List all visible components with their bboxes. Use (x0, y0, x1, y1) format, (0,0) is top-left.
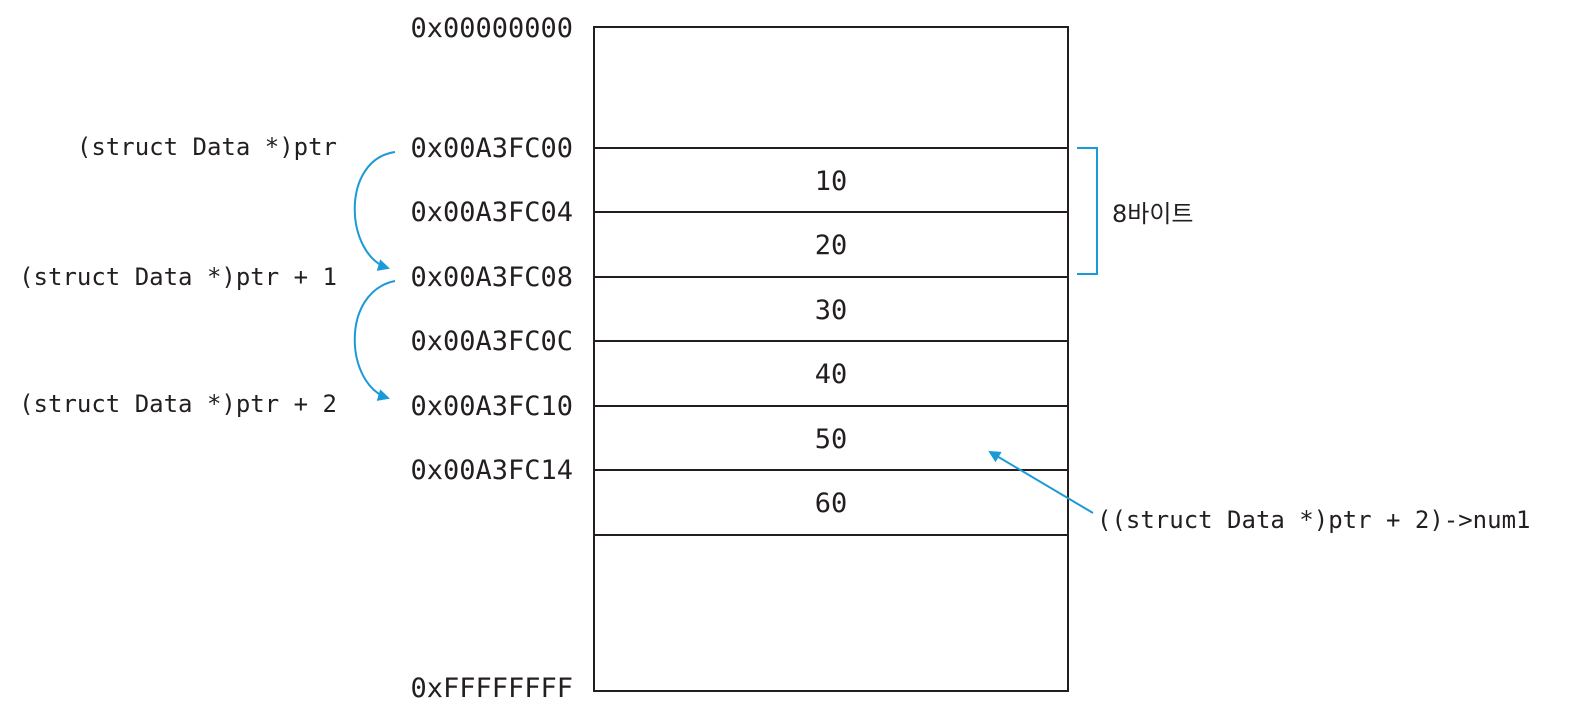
address-label-fc04: 0x00A3FC04 (410, 197, 573, 228)
address-label-fc08: 0x00A3FC08 (410, 262, 573, 293)
address-label-fc00: 0x00A3FC00 (410, 133, 573, 164)
address-label-bottom: 0xFFFFFFFF (410, 673, 573, 704)
cell-value: 60 (815, 488, 848, 519)
cell-value: 30 (815, 295, 848, 326)
size-bracket (1077, 147, 1098, 275)
address-label-fc10: 0x00A3FC10 (410, 391, 573, 422)
cell-value: 10 (815, 166, 848, 197)
increment-arrow-2 (353, 280, 396, 401)
cell-value: 20 (815, 230, 848, 261)
increment-arrow-1 (353, 151, 396, 271)
cell-value: 50 (815, 424, 848, 455)
member-access-label: ((struct Data *)ptr + 2)->num1 (1097, 506, 1530, 534)
address-label-fc14: 0x00A3FC14 (410, 455, 573, 486)
cell-value: 40 (815, 359, 848, 390)
member-access-arrow (988, 450, 1094, 514)
address-label-top: 0x00000000 (410, 13, 573, 44)
size-label: 8바이트 (1112, 200, 1194, 228)
address-label-fc0c: 0x00A3FC0C (410, 326, 573, 357)
pointer-label-base: (struct Data *)ptr (77, 133, 337, 161)
pointer-label-plus-1: (struct Data *)ptr + 1 (19, 263, 337, 291)
memory-block (593, 26, 1069, 692)
pointer-label-plus-2: (struct Data *)ptr + 2 (19, 390, 337, 418)
